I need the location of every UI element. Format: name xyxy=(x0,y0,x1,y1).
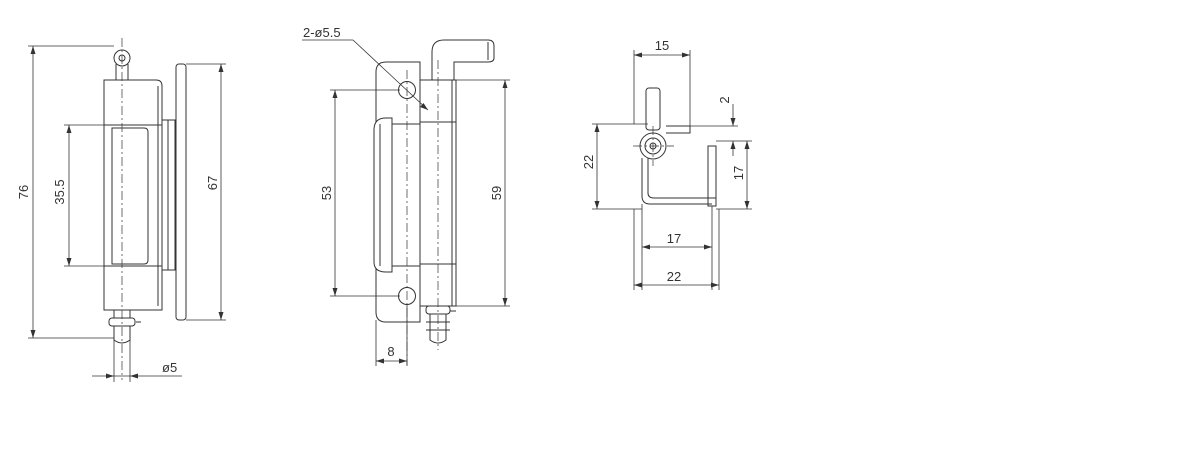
dim-8-label: 8 xyxy=(387,344,394,359)
dim-35-5-label: 35.5 xyxy=(52,179,67,204)
dim-2-arrow-top xyxy=(730,118,736,126)
dim-67-label: 67 xyxy=(205,176,220,190)
dim-76-label: 76 xyxy=(16,185,31,199)
dim-35-5-arrow-bottom xyxy=(66,258,72,266)
dim-17h-label: 17 xyxy=(667,231,681,246)
front-mounting-plate xyxy=(175,63,187,321)
side-pin-tip xyxy=(429,314,447,344)
dim-17v-arrow-top xyxy=(744,141,750,149)
dim-holes-leader-arrow xyxy=(420,103,428,110)
dim-22v-label: 22 xyxy=(581,155,596,169)
dim-22h-arrow-left xyxy=(634,282,642,288)
dim-2-label: 2 xyxy=(717,96,732,103)
dim-67-arrow-top xyxy=(218,64,224,72)
dim-53-arrow-bottom xyxy=(332,288,338,296)
dim-15-label: 15 xyxy=(655,38,669,53)
dim-17v-arrow-bottom xyxy=(744,201,750,209)
side-view: 2-ø5.5 53 59 8 xyxy=(302,25,510,366)
top-bracket-outer xyxy=(641,158,712,205)
dim-59-arrow-top xyxy=(502,80,508,88)
front-body xyxy=(103,79,163,311)
dim-59-arrow-bottom xyxy=(502,298,508,306)
top-bracket-side xyxy=(707,145,717,207)
dim-o5-arrow-right xyxy=(130,373,138,379)
top-pin-handle xyxy=(645,87,661,131)
dim-15-arrow-left xyxy=(634,52,642,58)
top-bracket-inner xyxy=(647,158,708,199)
side-back-plate xyxy=(375,61,421,323)
side-pin-handle xyxy=(431,39,495,81)
dim-76-arrow-top xyxy=(30,46,36,54)
dim-76-arrow-bottom xyxy=(30,330,36,338)
dim-53-arrow-top xyxy=(332,90,338,98)
dim-o5-label: ø5 xyxy=(162,360,177,375)
dim-holes-label: 2-ø5.5 xyxy=(303,25,341,40)
dim-o5-arrow-left xyxy=(106,373,114,379)
dim-8-arrow-right xyxy=(399,358,407,364)
top-view: 15 2 22 17 17 22 xyxy=(581,38,752,290)
dim-17h-arrow-left xyxy=(642,244,650,250)
dim-35-5-arrow-top xyxy=(66,125,72,133)
side-leaf-curl xyxy=(373,117,393,273)
dim-22h-arrow-right xyxy=(711,282,719,288)
dim-59-label: 59 xyxy=(489,186,504,200)
dim-8-arrow-left xyxy=(376,358,384,364)
front-leaf-recess xyxy=(111,127,149,265)
dim-22v-arrow-bottom xyxy=(594,201,600,209)
dim-2-arrow-bottom xyxy=(730,141,736,149)
dim-22h-label: 22 xyxy=(667,269,681,284)
top-leaf-arm xyxy=(666,125,691,134)
dim-17v-label: 17 xyxy=(731,166,746,180)
dim-holes-leader-line xyxy=(352,39,429,111)
dim-67-arrow-bottom xyxy=(218,312,224,320)
dim-15-arrow-right xyxy=(682,52,690,58)
front-view: 76 35.5 67 ø5 xyxy=(16,38,226,382)
dim-17h-arrow-right xyxy=(704,244,712,250)
dim-22v-arrow-top xyxy=(594,124,600,132)
dim-53-label: 53 xyxy=(319,186,334,200)
